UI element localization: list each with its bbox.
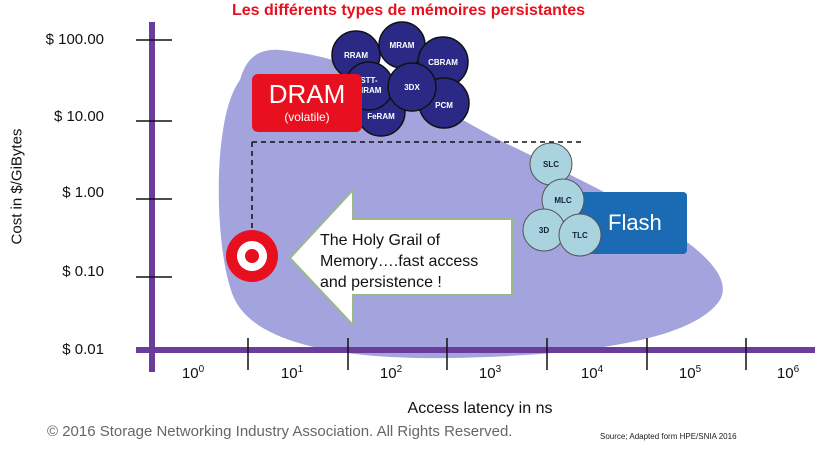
diagram-title: Les différents types de mémoires persist…	[231, 2, 586, 19]
x-tick-label: 101	[280, 364, 304, 382]
pcm-label: PCM	[435, 101, 453, 110]
feram-label: FeRAM	[367, 112, 395, 121]
mlc-label: MLC	[554, 196, 572, 205]
x-tick-label: 104	[580, 364, 604, 382]
tlc-node: TLC	[558, 213, 602, 257]
holy-grail-line: and persistence !	[320, 274, 442, 291]
dram-label: DRAM	[268, 79, 346, 109]
tlc-label: TLC	[572, 231, 588, 240]
copyright-notice: © 2016 Storage Networking Industry Assoc…	[47, 423, 513, 440]
x-axis-label: Access latency in ns	[407, 400, 553, 417]
3d-label: 3D	[539, 226, 549, 235]
flash-type-cluster: SLC MLC 3D TLC	[522, 142, 602, 257]
holy-grail-line: The Holy Grail of	[320, 232, 441, 249]
x-tick-label: 106	[776, 364, 800, 382]
y-tick-marks	[136, 39, 172, 278]
dram-box: DRAM (volatile)	[252, 74, 362, 132]
rram-label: RRAM	[344, 51, 368, 60]
mram-label: MRAM	[390, 41, 415, 50]
dram-sublabel: (volatile)	[284, 110, 330, 124]
x-tick-marks	[247, 338, 747, 370]
holy-grail-text: The Holy Grail of Memory….fast access an…	[320, 230, 520, 293]
target-icon	[226, 230, 278, 282]
stt-mram-label: STT-MRAM	[357, 76, 382, 95]
x-tick-label: 105	[678, 364, 702, 382]
y-tick-label: $ 10.00	[53, 108, 104, 125]
x-tick-label: 103	[478, 364, 502, 382]
y-tick-label: $ 0.10	[62, 263, 104, 280]
slc-label: SLC	[543, 160, 559, 169]
cbram-label: CBRAM	[428, 58, 458, 67]
x-tick-label: 102	[379, 364, 403, 382]
holy-grail-line: Memory….fast access	[320, 253, 479, 270]
y-tick-label: $ 1.00	[62, 184, 104, 201]
flash-label: Flash	[608, 210, 662, 235]
y-tick-label: $ 0.01	[62, 341, 104, 358]
source-note: Source; Adapted form HPE/SNIA 2016	[600, 432, 737, 441]
3d-node: 3D	[522, 208, 566, 252]
y-tick-label: $ 100.00	[45, 31, 104, 48]
3dx-node: 3DX	[387, 62, 437, 112]
slc-node: SLC	[529, 142, 573, 186]
3dx-label: 3DX	[404, 83, 420, 92]
x-tick-label: 100	[181, 364, 205, 382]
holy-grail-arrow	[288, 187, 513, 328]
